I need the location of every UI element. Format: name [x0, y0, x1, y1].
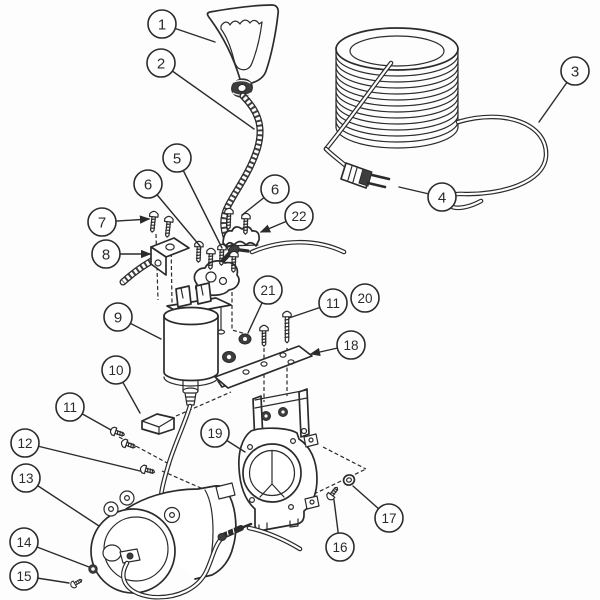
plate-screw-icon	[282, 310, 292, 344]
callout-10: 10	[101, 355, 141, 414]
callout-number: 3	[571, 63, 579, 80]
callout-balloon	[133, 169, 163, 199]
callout-balloon	[427, 182, 457, 212]
callout-balloon	[200, 418, 230, 448]
callout-balloon	[9, 561, 39, 591]
callout-12: 12	[10, 428, 141, 472]
flat-washer-drawing	[342, 474, 356, 486]
plate-screw-icon	[259, 324, 269, 347]
callout-balloon	[560, 56, 590, 86]
callout-balloon	[350, 283, 380, 313]
callout-14: 14	[9, 527, 90, 568]
callout-number: 6	[144, 176, 152, 193]
callout-balloon	[9, 527, 39, 557]
bracket-screw-icon	[162, 215, 175, 239]
motor-hose-drawing	[121, 522, 303, 600]
callout-balloon	[10, 428, 40, 458]
callout-balloon	[374, 503, 404, 533]
callout-number: 8	[102, 246, 110, 263]
callout-balloon	[162, 143, 192, 173]
spacer-block-drawing	[141, 413, 175, 435]
callout-balloon	[91, 239, 121, 269]
callout-number: 2	[157, 55, 165, 72]
callout-8: 8	[91, 239, 152, 269]
callout-9: 9	[103, 302, 162, 340]
pump-housing-drawing	[238, 388, 320, 532]
callout-22: 22	[259, 201, 314, 233]
callout-4: 4	[398, 182, 457, 212]
callout-number: 17	[381, 511, 396, 526]
callout-number: 12	[17, 436, 32, 451]
callout-number: 14	[16, 535, 32, 550]
callout-balloon	[325, 532, 355, 562]
callout-11: 11	[55, 392, 112, 431]
callout-18: 18	[309, 330, 366, 360]
small-screw-icon	[68, 576, 85, 590]
callout-16: 16	[325, 499, 355, 562]
motor-screw-icon	[138, 463, 157, 477]
callout-number: 15	[16, 569, 31, 584]
grommet-drawing	[88, 564, 98, 574]
callout-balloon	[318, 288, 348, 318]
callout-balloon	[253, 275, 283, 305]
hanger-grommet	[231, 78, 253, 98]
callout-number: 19	[207, 426, 222, 441]
callout-20: 20	[350, 283, 380, 313]
callout-number: 4	[438, 189, 446, 206]
callout-balloon	[284, 201, 314, 231]
callout-11: 11	[288, 288, 348, 319]
l-bracket-drawing	[150, 237, 190, 276]
callout-balloon	[146, 48, 176, 78]
callout-number: 18	[343, 338, 358, 353]
callout-number: 10	[108, 363, 123, 378]
hanger-drawing	[206, 4, 280, 85]
washer-nuts-drawing	[222, 333, 252, 363]
callout-number: 7	[98, 214, 106, 231]
callout-6: 6	[133, 169, 201, 247]
callout-balloon	[11, 463, 41, 493]
callout-5: 5	[162, 143, 223, 249]
callout-balloon	[101, 355, 131, 385]
callout-number: 20	[357, 291, 372, 306]
block-screw-icon	[108, 425, 127, 440]
callout-3: 3	[538, 56, 590, 123]
callout-6: 6	[241, 174, 290, 216]
braided-hose-drawing	[220, 92, 264, 253]
callout-balloon	[260, 174, 290, 204]
bracket-screw-icon	[147, 210, 160, 234]
callout-balloon	[103, 302, 133, 332]
callout-17: 17	[352, 485, 404, 533]
power-cord-coil-drawing	[323, 27, 549, 211]
callout-leader-line	[24, 442, 141, 472]
motor-drawing	[90, 482, 237, 594]
callout-balloon	[55, 392, 85, 422]
callout-7: 7	[87, 207, 151, 237]
callout-leader-line	[176, 157, 223, 249]
callout-balloon	[147, 9, 177, 39]
callout-13: 13	[11, 463, 100, 527]
callout-leader-line	[160, 62, 255, 130]
power-cord-plug-drawing	[340, 162, 391, 189]
callout-15: 15	[9, 561, 70, 591]
callout-number: 1	[158, 16, 166, 33]
callout-number: 22	[291, 209, 306, 224]
lead-cable-drawing	[249, 239, 347, 255]
callout-19: 19	[200, 418, 246, 453]
callout-balloon	[87, 207, 117, 237]
callout-balloon	[336, 330, 366, 360]
callout-number: 9	[114, 309, 122, 326]
callout-21: 21	[247, 275, 283, 334]
callout-1: 1	[147, 9, 216, 43]
callout-2: 2	[146, 48, 255, 130]
callout-number: 6	[271, 181, 279, 198]
callout-number: 11	[63, 400, 77, 415]
callout-number: 5	[173, 150, 181, 167]
block-screw-icon	[119, 437, 138, 452]
callout-number: 11	[326, 296, 340, 311]
callout-number: 16	[332, 540, 347, 555]
callout-number: 13	[18, 471, 33, 486]
callout-number: 21	[260, 283, 275, 298]
